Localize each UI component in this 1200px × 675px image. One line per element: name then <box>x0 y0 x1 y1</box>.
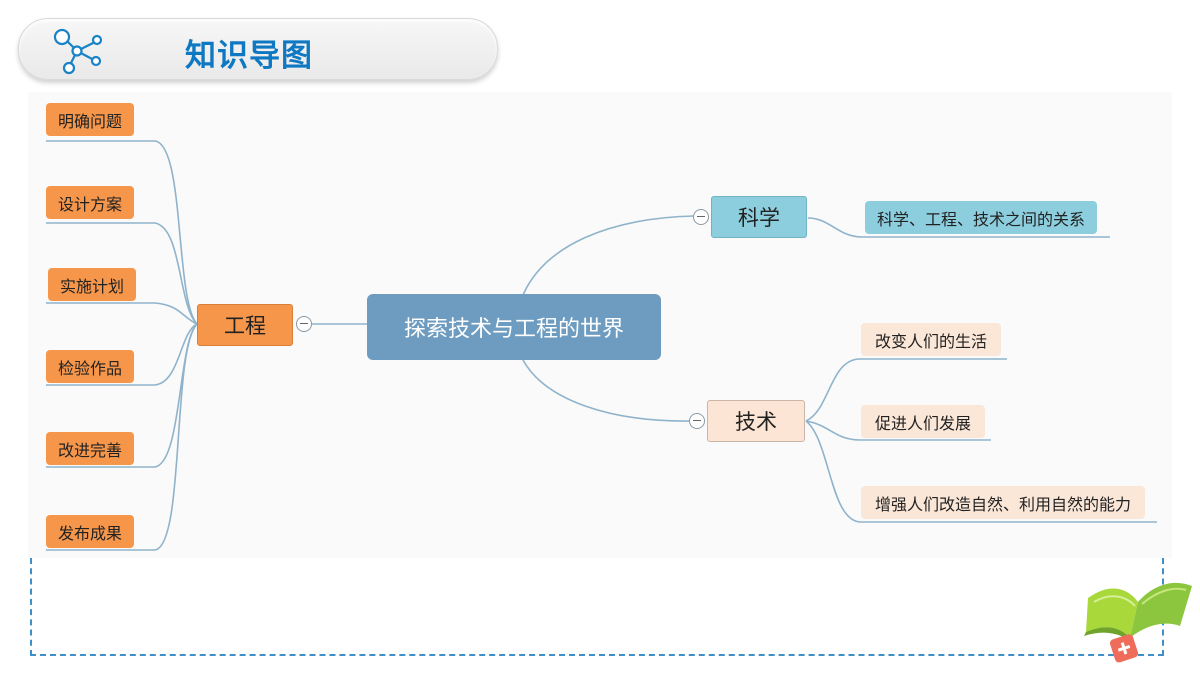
branch-science[interactable]: 科学 <box>711 196 807 238</box>
eng-step-improve[interactable]: 改进完善 <box>46 432 135 465</box>
eng-step-define-problem[interactable]: 明确问题 <box>46 103 135 136</box>
connector-tech-1 <box>805 358 1007 422</box>
connector-center-technology <box>522 359 691 422</box>
open-book-icon <box>1084 582 1192 663</box>
tech-change-life[interactable]: 改变人们的生活 <box>861 323 1002 356</box>
connector-eng-3 <box>46 302 198 325</box>
connector-eng-1 <box>46 140 198 325</box>
connector-tech-2 <box>805 420 991 441</box>
connector-eng-4 <box>46 323 198 386</box>
molecule-network-icon <box>53 28 103 75</box>
collapse-toggle-engineering[interactable] <box>296 316 312 332</box>
tech-promote-development[interactable]: 促进人们发展 <box>861 405 986 438</box>
tech-enhance-ability[interactable]: 增强人们改造自然、利用自然的能力 <box>861 486 1146 519</box>
page-title: 知识导图 <box>185 38 313 74</box>
eng-step-implement[interactable]: 实施计划 <box>48 268 137 301</box>
collapse-toggle-science[interactable] <box>693 209 709 225</box>
connector-center-science <box>522 215 695 296</box>
eng-step-publish[interactable]: 发布成果 <box>46 515 135 548</box>
connector-sci-1 <box>807 217 1110 238</box>
eng-step-design-plan[interactable]: 设计方案 <box>46 186 135 219</box>
eng-step-test-work[interactable]: 检验作品 <box>46 350 135 383</box>
science-relation[interactable]: 科学、工程、技术之间的关系 <box>865 201 1098 234</box>
connector-eng-6 <box>46 323 198 551</box>
dashed-frame <box>30 558 1164 656</box>
branch-technology[interactable]: 技术 <box>707 400 805 442</box>
branch-engineering[interactable]: 工程 <box>197 304 293 346</box>
collapse-toggle-technology[interactable] <box>689 413 705 429</box>
connector-eng-2 <box>46 222 198 325</box>
header-banner <box>18 18 498 80</box>
center-topic[interactable]: 探索技术与工程的世界 <box>367 294 661 360</box>
connector-tech-3 <box>805 420 1157 523</box>
